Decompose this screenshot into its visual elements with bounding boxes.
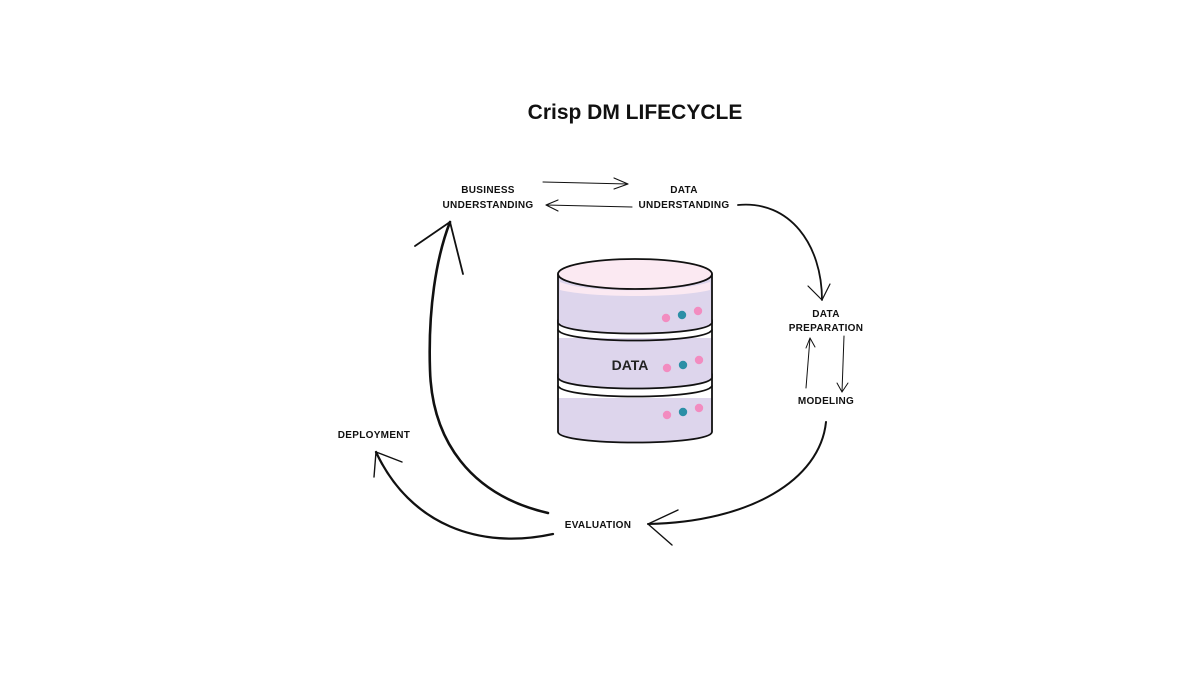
stage-data-understanding: DATA UNDERSTANDING xyxy=(639,185,730,211)
server-light-icon xyxy=(694,355,704,365)
server-light-icon xyxy=(661,313,671,323)
stage-modeling: MODELING xyxy=(798,396,854,407)
arrow-data-understanding-to-preparation xyxy=(737,203,831,301)
diagram-title: Crisp DM LIFECYCLE xyxy=(528,101,743,124)
stage-data-preparation: DATA PREPARATION xyxy=(789,309,864,334)
arrow-evaluation-to-deployment xyxy=(373,450,555,540)
arrow-evaluation-to-business xyxy=(414,220,550,515)
data-understanding-line2: UNDERSTANDING xyxy=(639,200,730,211)
business-understanding-line2: UNDERSTANDING xyxy=(443,200,534,211)
data-preparation-line2: PREPARATION xyxy=(789,323,864,334)
server-light-icon xyxy=(662,363,672,373)
server-light-icon xyxy=(678,360,688,370)
data-understanding-line1: DATA xyxy=(670,185,698,196)
server-light-icon xyxy=(694,403,704,413)
stage-business-understanding: BUSINESS UNDERSTANDING xyxy=(443,185,534,211)
server-light-icon xyxy=(662,410,672,420)
arrow-data-to-business xyxy=(545,199,633,212)
arrow-modeling-to-evaluation xyxy=(647,421,827,546)
business-understanding-line1: BUSINESS xyxy=(461,185,515,196)
server-light-icon xyxy=(677,310,687,320)
server-light-icon xyxy=(678,407,688,417)
stage-evaluation: EVALUATION xyxy=(565,520,632,531)
database-label: DATA xyxy=(612,357,649,373)
arrow-business-to-data xyxy=(542,177,629,190)
database-icon: DATA xyxy=(557,258,713,444)
stage-deployment: DEPLOYMENT xyxy=(338,430,410,441)
arrow-modeling-to-preparation xyxy=(805,337,816,389)
data-preparation-line1: DATA xyxy=(812,309,840,320)
server-light-icon xyxy=(693,306,703,316)
arrow-preparation-to-modeling xyxy=(836,335,849,393)
